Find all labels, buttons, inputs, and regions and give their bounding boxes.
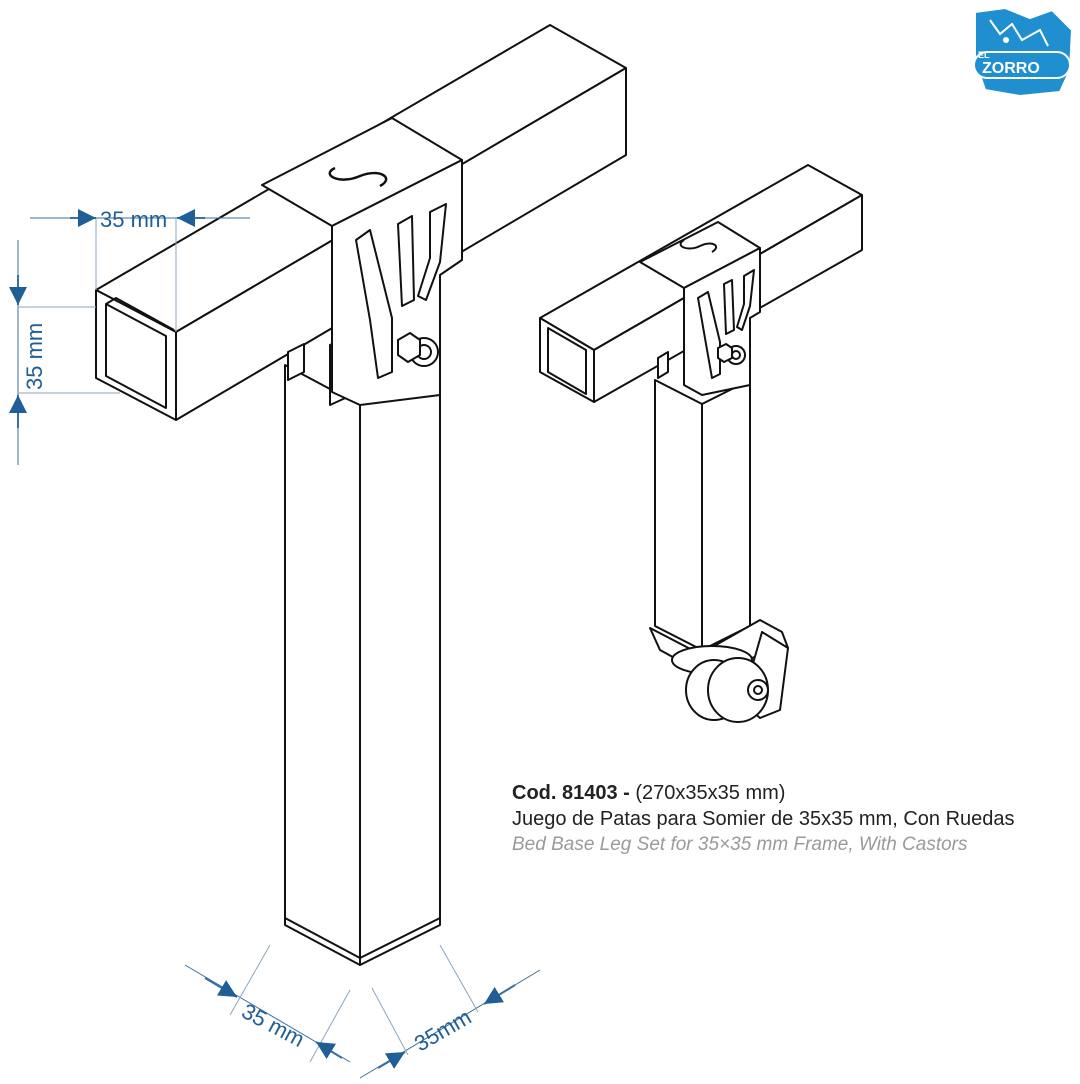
product-title-es: Juego de Patas para Somier de 35x35 mm, …: [512, 808, 1015, 830]
fox-logo-icon: EL ZORRO ®: [973, 6, 1074, 98]
logo-top-text: EL: [978, 50, 990, 60]
logo-name-text: ZORRO: [982, 60, 1040, 77]
dimension-lines: [8, 209, 541, 1079]
product-title-en: Bed Base Leg Set for 35×35 mm Frame, Wit…: [512, 834, 968, 855]
bed-leg-drawing-icon: [95, 24, 627, 966]
product-size: (270x35x35 mm): [635, 782, 786, 804]
product-code-line: Cod. 81403 - (270x35x35 mm): [512, 780, 1072, 806]
dim-label-tube-width: 35 mm: [100, 207, 167, 232]
dim-label-leg-depth-right: 35mm: [410, 1004, 475, 1056]
dim-label-leg-depth-left: 35 mm: [238, 998, 309, 1052]
dim-label-tube-height: 35 mm: [22, 323, 47, 390]
bed-leg-castor-drawing-icon: [539, 164, 863, 723]
logo-registered-mark: ®: [1010, 79, 1016, 88]
product-code: Cod. 81403 -: [512, 782, 630, 804]
product-caption: Cod. 81403 - (270x35x35 mm) Juego de Pat…: [512, 780, 1072, 858]
